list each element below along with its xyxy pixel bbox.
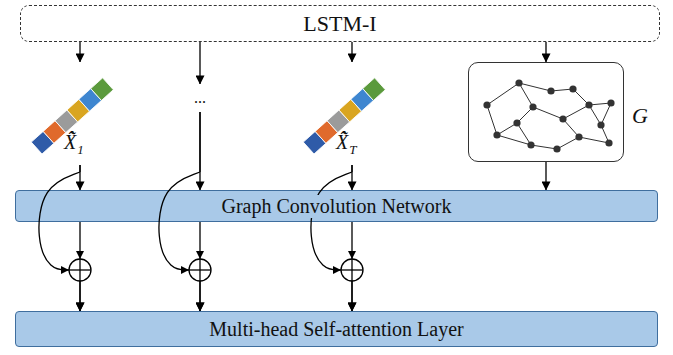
vector-cell (91, 78, 114, 101)
flow-arrow (351, 222, 352, 311)
vector-symbol: X̃̂ (64, 131, 76, 153)
graph-vertex (527, 141, 534, 148)
graph-edge (487, 105, 497, 135)
graph-edge (533, 107, 563, 119)
feature-vector: X̃̂1 (20, 62, 125, 165)
sum-circle (189, 259, 211, 281)
sum-symbol (181, 251, 211, 281)
vector-symbol: X̃̂ (336, 131, 348, 153)
graph-vertex (513, 119, 520, 126)
vector-subscript: T (349, 142, 356, 157)
skip-connection (159, 112, 200, 311)
graph-vertex (605, 139, 612, 146)
arrow-head (76, 251, 84, 259)
graph-vertex (493, 131, 500, 138)
graph-vertex (515, 79, 522, 86)
flow-arrow (351, 165, 352, 190)
graph-edge (601, 103, 611, 125)
layer-band: Multi-head Self-attention Layer (15, 311, 658, 347)
flow-arrow (79, 222, 80, 311)
skip-connection (311, 165, 352, 311)
layer-name: Graph Convolution Network (219, 195, 455, 218)
graph-vertex (553, 145, 560, 152)
graph-edge (487, 83, 519, 105)
sum-cross (341, 269, 363, 270)
graph-illustration (469, 63, 625, 163)
arrow-head (196, 251, 204, 259)
graph-vertex (483, 101, 490, 108)
flow-arrow (199, 42, 200, 84)
graph-vertex (529, 103, 536, 110)
graph-edge (563, 119, 579, 137)
flow-arrow (199, 222, 200, 311)
flow-arrow (545, 42, 546, 62)
graph-edge (519, 83, 551, 91)
vector-label: X̃̂T (336, 126, 356, 158)
flow-arrow (79, 165, 80, 190)
graph-edge (497, 135, 531, 145)
sum-symbol (333, 251, 363, 281)
graph-edge (579, 137, 609, 143)
sum-symbol (61, 251, 91, 281)
graph-edge (557, 137, 579, 149)
vector-label: X̃̂1 (64, 126, 84, 158)
sum-cross (69, 269, 91, 270)
flow-arrow (199, 112, 200, 190)
layer-name: LSTM-I (303, 11, 376, 37)
arrow-head (181, 266, 189, 274)
sum-circle (69, 259, 91, 281)
graph-edge (563, 105, 589, 119)
ellipsis-text: ... (194, 89, 206, 107)
graph-edge (519, 83, 533, 107)
graph-symbol: G (632, 103, 648, 129)
sum-circle (341, 259, 363, 281)
graph-vertex (559, 115, 566, 122)
flow-arrow (351, 42, 352, 62)
arrow-head (333, 266, 341, 274)
layer-name: Multi-head Self-attention Layer (206, 318, 466, 341)
graph-vertex (575, 133, 582, 140)
arrow-head (348, 251, 356, 259)
flow-arrow (79, 42, 80, 62)
sum-cross (189, 269, 211, 270)
ellipsis-node: ... (185, 84, 215, 112)
arrow-head (61, 266, 69, 274)
graph-vertex (607, 99, 614, 106)
graph-vertex (597, 121, 604, 128)
layer-band: Graph Convolution Network (15, 190, 658, 222)
skip-connection (39, 165, 80, 311)
vector-subscript: 1 (77, 142, 84, 157)
graph-vertex (569, 85, 576, 92)
dashed-module-box: LSTM-I (20, 5, 660, 42)
feature-vector: X̃̂T (292, 62, 397, 165)
graph-edge (531, 145, 557, 149)
graph-box: G (468, 62, 624, 162)
vector-cell (363, 78, 386, 101)
flow-arrow (545, 162, 546, 190)
graph-vertex (585, 101, 592, 108)
graph-vertex (547, 87, 554, 94)
